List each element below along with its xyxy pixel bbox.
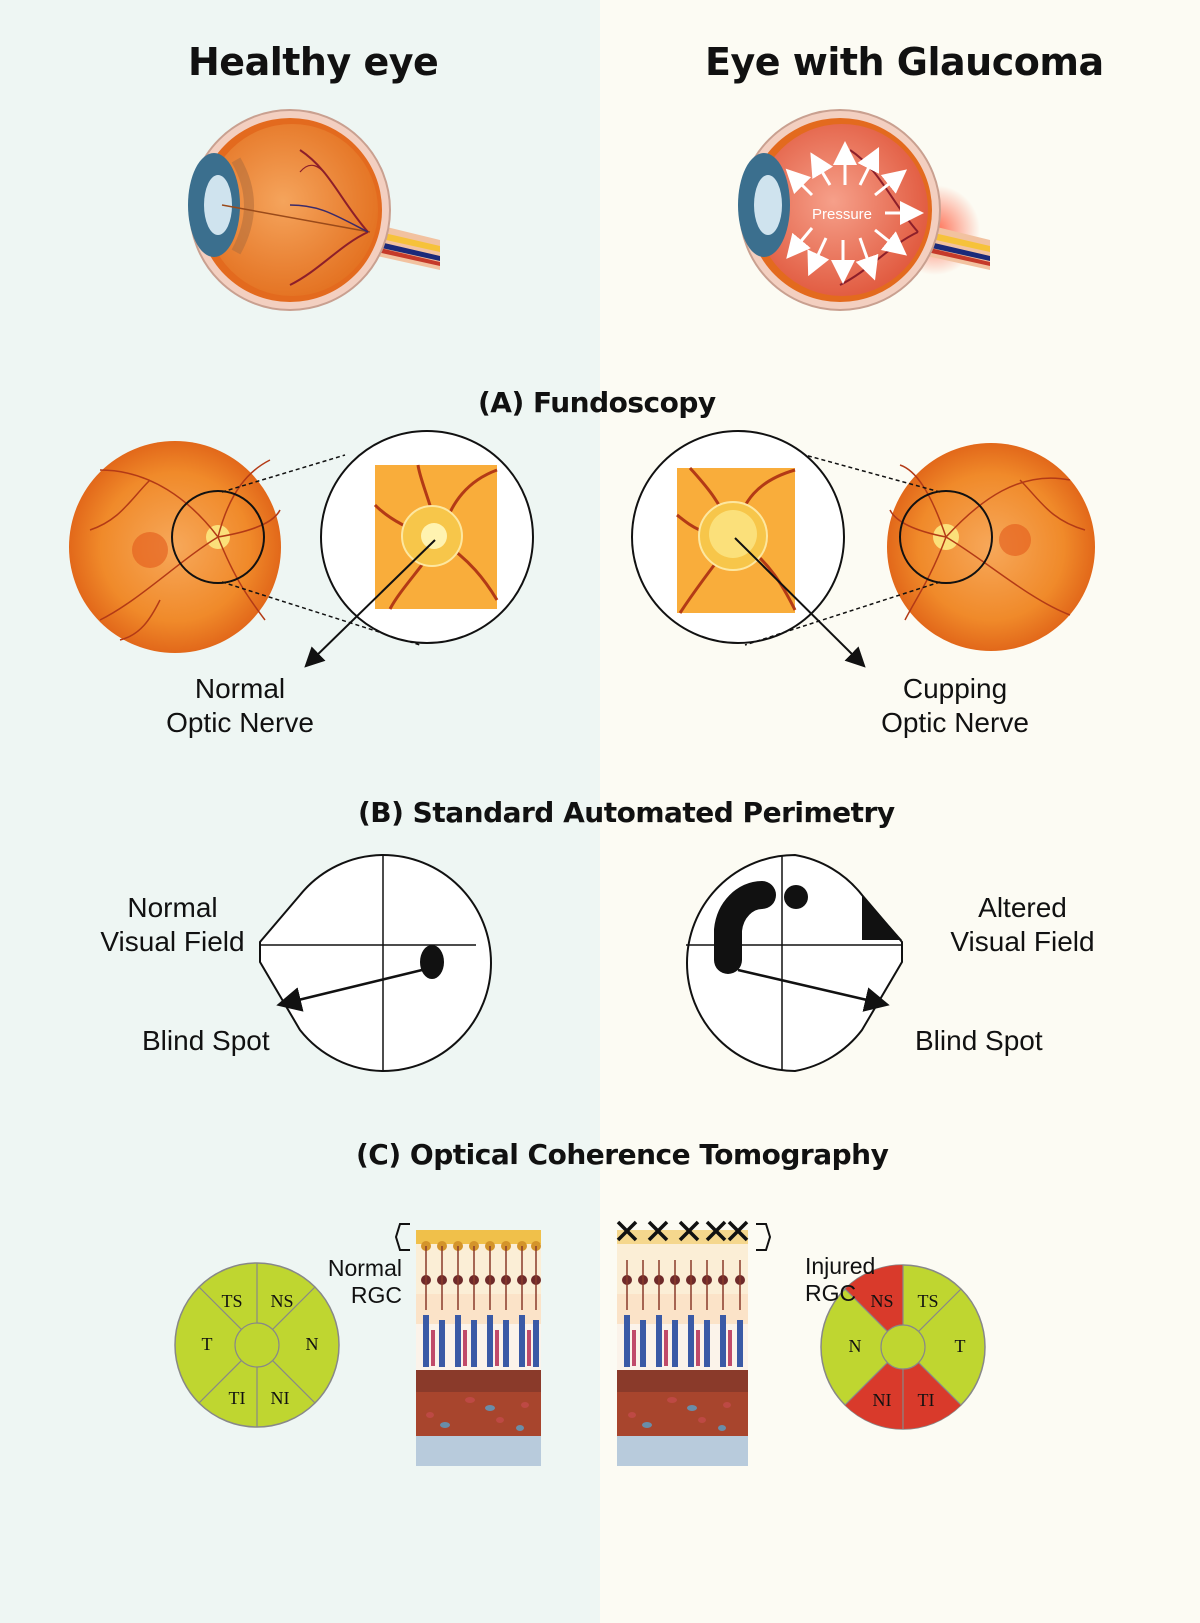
altered-visual-field-icon [686,853,903,1073]
right-sector-t: T [955,1336,966,1356]
perimetry-title: (B) Standard Automated Perimetry [358,796,895,829]
right-sector-n: N [849,1336,862,1356]
oct-injured-retina-layers-icon [616,1220,772,1466]
injured-rgc-label: Injured RGC [805,1253,876,1306]
healthy-fundus-icon [69,441,421,653]
oct-damaged-sector-map-icon [820,1264,986,1430]
normal-visual-field-label: Normal Visual Field [100,892,245,957]
normal-rgc-label: Normal RGC [327,1255,402,1308]
pressure-label: Pressure [812,206,872,223]
blind-spot-left-marker [420,945,444,979]
glaucoma-fundus-icon [744,443,1095,651]
healthy-eye-heading: Healthy eye [188,40,439,84]
right-sector-ts: TS [917,1291,938,1311]
cupping-optic-nerve-label: Cupping Optic Nerve [881,673,1029,738]
right-sector-ti: TI [918,1390,935,1410]
healthy-eyeball-icon [188,109,440,311]
oct-title: (C) Optical Coherence Tomography [356,1138,889,1171]
healthy-optic-disc-zoom-icon [304,430,534,668]
injured-rgc-x-icon [616,1220,749,1242]
normal-visual-field-icon [259,853,492,1073]
normal-optic-nerve-label: Normal Optic Nerve [166,673,314,738]
oct-normal-retina-layers-icon [394,1223,541,1466]
glaucoma-eye-heading: Eye with Glaucoma [705,40,1104,84]
left-sector-ns: NS [270,1291,293,1311]
left-sector-ts: TS [221,1291,242,1311]
right-sector-ns: NS [870,1291,893,1311]
fundoscopy-title: (A) Fundoscopy [478,386,716,419]
glaucoma-optic-disc-zoom-icon [631,430,866,668]
right-sector-ni: NI [873,1390,892,1410]
left-sector-t: T [202,1334,213,1354]
blind-spot-left-label: Blind Spot [142,1025,270,1056]
blind-spot-right-label: Blind Spot [915,1025,1043,1056]
left-sector-ti: TI [229,1388,246,1408]
left-sector-n: N [306,1334,319,1354]
glaucoma-eyeball-icon [738,109,990,311]
oct-normal-sector-map-icon [174,1262,340,1428]
left-sector-ni: NI [271,1388,290,1408]
altered-visual-field-label: Altered Visual Field [950,892,1095,957]
